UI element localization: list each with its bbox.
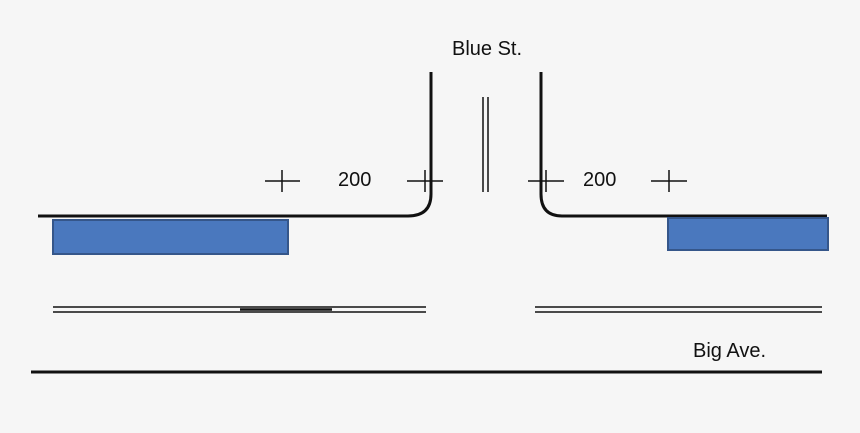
right-distance-label: 200 <box>583 169 617 191</box>
right-parking-zone <box>667 217 829 251</box>
blue-st-label: Blue St. <box>452 38 523 60</box>
left-parking-zone <box>52 219 289 255</box>
right-curb-line <box>539 72 827 218</box>
left-inner-tick <box>407 170 443 192</box>
left-curb-line <box>38 72 433 218</box>
left-outer-tick <box>265 170 300 192</box>
left-distance-label: 200 <box>338 169 372 191</box>
right-inner-tick <box>528 170 564 192</box>
right-outer-tick <box>651 170 687 192</box>
big-ave-label: Big Ave. <box>693 340 767 362</box>
